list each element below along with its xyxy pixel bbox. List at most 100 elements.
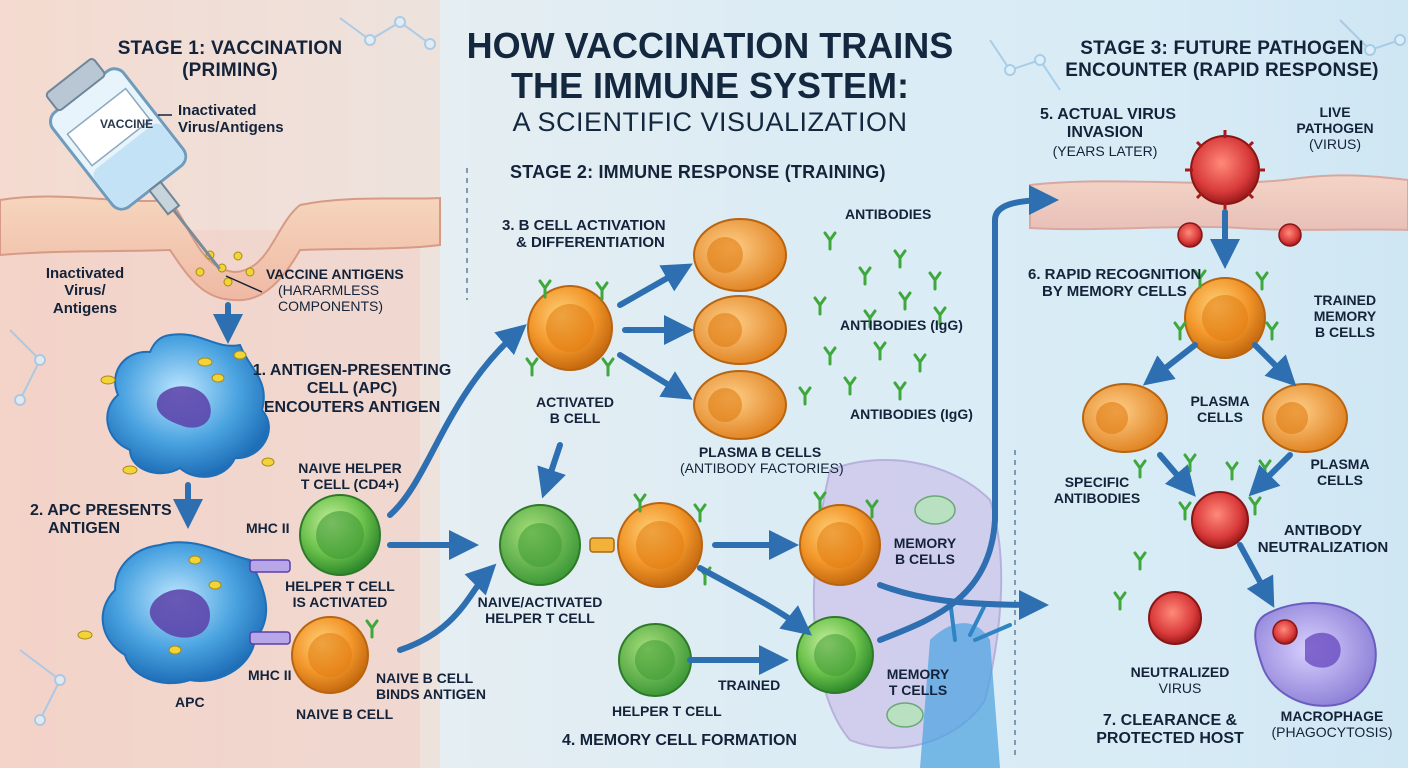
antibodies-mid-label: ANTIBODIES (IgG) <box>840 317 963 333</box>
cell-synapse-icon <box>589 537 615 553</box>
step-7: 7. CLEARANCE & PROTECTED HOST <box>1090 712 1250 749</box>
title-line-2: THE IMMUNE SYSTEM: <box>510 64 909 106</box>
page-title: HOW VACCINATION TRAINS THE IMMUNE SYSTEM… <box>440 26 980 138</box>
stage1-title-line-1: STAGE 1: VACCINATION <box>117 38 343 59</box>
neutralized-virus-icon <box>1148 591 1202 645</box>
stage3-title-line-2: ENCOUNTER (RAPID RESPONSE) <box>1065 59 1379 81</box>
apc-cell-1 <box>106 333 270 478</box>
mhc-ii-top-icon <box>249 559 291 573</box>
small-virus-icon <box>1177 222 1203 248</box>
b-cell-antibody-icon <box>525 357 539 377</box>
mhc-ii-bottom-icon <box>249 631 291 645</box>
activated-line-1: ACTIVATED <box>535 394 615 410</box>
skin-left-line-3: Antigens <box>52 299 118 317</box>
memory-b-line-1: MEMORY <box>893 535 957 551</box>
plasma-right-line-2: CELLS <box>1317 472 1363 489</box>
engulfed-virus-icon <box>1272 619 1298 645</box>
helper-activated-line-1: HELPER T CELL <box>285 578 395 594</box>
antigens-line-3: COMPONENTS) <box>278 298 383 315</box>
memory-b-line-2: B CELLS <box>895 551 955 568</box>
naive-activated-line-2: HELPER T CELL <box>485 610 595 627</box>
vial-note-line-2: Virus/Antigens <box>178 119 284 137</box>
stage3-title-line-1: STAGE 3: FUTURE PATHOGEN <box>1080 38 1364 59</box>
stage3-title: STAGE 3: FUTURE PATHOGEN ENCOUNTER (RAPI… <box>1042 38 1402 82</box>
plasma-right-label: PLASMA CELLS <box>1300 456 1380 488</box>
step6-line-1: 6. RAPID RECOGNITION <box>1028 266 1202 283</box>
plasma-right-line-1: PLASMA <box>1310 456 1370 472</box>
naive-activated-line-1: NAIVE/ACTIVATED <box>477 594 603 610</box>
memory-t-line-2: T CELLS <box>888 682 948 699</box>
step-6: 6. RAPID RECOGNITION BY MEMORY CELLS <box>1028 266 1201 301</box>
antigens-line-1: VACCINE ANTIGENS <box>266 266 404 282</box>
live-line-2: PATHOGEN <box>1296 120 1374 137</box>
flow-arrows <box>173 185 1297 675</box>
step-1: 1. ANTIGEN-PRESENTING CELL (APC) ENCOUTE… <box>252 362 452 417</box>
memory-t-line-1: MEMORY <box>886 666 950 682</box>
title-line-1: HOW VACCINATION TRAINS <box>466 25 954 66</box>
neutralization-label: ANTIBODY NEUTRALIZATION <box>1248 522 1398 557</box>
mhc-ii-top-label: MHC II <box>246 520 290 536</box>
plasma-center-label: PLASMA CELLS <box>1180 393 1260 425</box>
step3-line-1: 3. B CELL ACTIVATION <box>502 217 666 234</box>
vaccine-antigens-note: VACCINE ANTIGENS (HARARMLESS COMPONENTS) <box>266 266 404 314</box>
trained-label: TRAINED <box>718 677 781 693</box>
naive-b-binds-line-2: BINDS ANTIGEN <box>376 686 486 703</box>
macrophage-line-1: MACROPHAGE <box>1280 708 1384 724</box>
step2-line-2: ANTIGEN <box>48 520 120 538</box>
step7-line-1: 7. CLEARANCE & <box>1102 712 1238 729</box>
apc-label: APC <box>175 694 205 710</box>
helper-t-label: HELPER T CELL <box>612 703 722 719</box>
naive-b-label: NAIVE B CELL <box>296 706 394 722</box>
step5-line-2: INVASION <box>1066 124 1144 142</box>
plasma-line-2: (ANTIBODY FACTORIES) <box>680 460 844 477</box>
live-line-1: LIVE <box>1319 104 1351 120</box>
step3-line-2: & DIFFERENTIATION <box>516 234 665 252</box>
activated-b-label: ACTIVATED B CELL <box>530 394 620 426</box>
b-cell-antibody-icon <box>601 357 615 377</box>
stage1-title: STAGE 1: VACCINATION (PRIMING) <box>100 38 360 82</box>
dendritic-cell <box>920 623 1000 768</box>
title-line-3: A SCIENTIFIC VISUALIZATION <box>512 107 908 138</box>
vaccine-vial-icon <box>45 58 221 270</box>
stage1-title-line-2: (PRIMING) <box>182 59 278 81</box>
specific-line-1: SPECIFIC <box>1064 474 1130 490</box>
neutralization-line-2: NEUTRALIZATION <box>1257 539 1389 557</box>
step1-line-3: ENCOUTERS ANTIGEN <box>263 398 441 416</box>
activated-line-2: B CELL <box>549 410 601 427</box>
apc-cell-2 <box>101 541 268 685</box>
specific-line-2: ANTIBODIES <box>1053 490 1141 507</box>
antibodies-low-label: ANTIBODIES (IgG) <box>850 406 973 422</box>
stage2-title: STAGE 2: IMMUNE RESPONSE (TRAINING) <box>510 162 886 182</box>
neutralized-line-1: NEUTRALIZED <box>1130 664 1230 680</box>
naive-b-binds-line-1: NAIVE B CELL <box>376 670 474 686</box>
macrophage-label: MACROPHAGE (PHAGOCYTOSIS) <box>1262 708 1402 740</box>
naive-helper-line-1: NAIVE HELPER <box>298 460 402 476</box>
step2-line-1: 2. APC PRESENTS <box>30 502 172 519</box>
neutralization-line-1: ANTIBODY <box>1283 522 1363 539</box>
mhc-ii-bottom-label: MHC II <box>248 667 292 683</box>
skin-left-line-2: Virus/ <box>64 282 106 300</box>
step-4: 4. MEMORY CELL FORMATION <box>562 732 797 749</box>
trained-memory-label: TRAINED MEMORY B CELLS <box>1300 292 1390 340</box>
skin-layer <box>0 195 441 302</box>
plasma-center-line-2: CELLS <box>1197 409 1243 426</box>
vial-note: Inactivated Virus/Antigens <box>178 102 284 137</box>
naive-helper-line-2: T CELL (CD4+) <box>300 476 400 493</box>
memory-b-label: MEMORY B CELLS <box>880 535 970 567</box>
live-line-3: (VIRUS) <box>1308 136 1362 153</box>
step5-line-3: (YEARS LATER) <box>1052 142 1158 159</box>
plasma-line-1: PLASMA B CELLS <box>698 444 822 460</box>
helper-activated-line-2: IS ACTIVATED <box>292 594 388 611</box>
neutralized-virus-label: NEUTRALIZED VIRUS <box>1120 664 1240 696</box>
step1-line-1: 1. ANTIGEN-PRESENTING <box>252 362 452 379</box>
step-2: 2. APC PRESENTS ANTIGEN <box>30 502 172 539</box>
helper-activated-label: HELPER T CELL IS ACTIVATED <box>280 578 400 610</box>
antigen-particles-1 <box>100 350 275 475</box>
naive-helper-label: NAIVE HELPER T CELL (CD4+) <box>280 460 420 492</box>
macrophage-line-2: (PHAGOCYTOSIS) <box>1271 724 1393 741</box>
neutralized-line-2: VIRUS <box>1158 680 1202 697</box>
trained-mem-line-1: TRAINED <box>1313 292 1377 308</box>
step6-line-2: BY MEMORY CELLS <box>1042 283 1187 301</box>
antigen-particles-2 <box>77 555 222 655</box>
molecule-decoration <box>9 16 1406 726</box>
